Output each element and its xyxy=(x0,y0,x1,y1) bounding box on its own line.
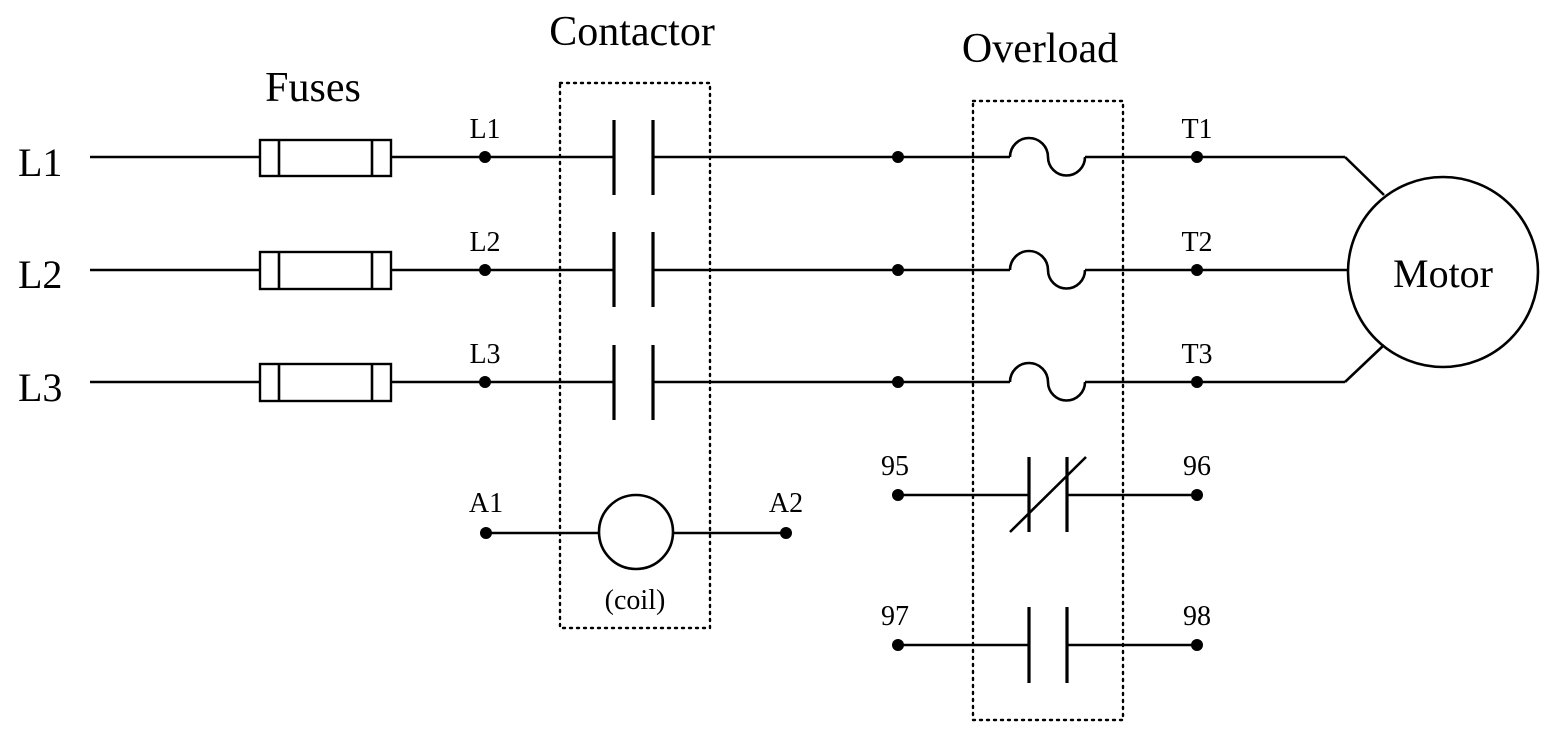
fuses-heading: Fuses xyxy=(265,65,361,111)
terminal-dot xyxy=(1191,639,1203,651)
terminal-dot xyxy=(892,151,904,163)
contactor-coil: A1 A2 (coil) xyxy=(469,488,803,616)
overload-heater-2 xyxy=(1008,249,1087,290)
line-3: L3 L3 T3 xyxy=(18,339,1385,420)
contactor-heading: Contactor xyxy=(549,9,715,55)
fuse-2 xyxy=(258,250,393,291)
nc-right-label: 96 xyxy=(1183,451,1211,482)
overload-heading: Overload xyxy=(962,26,1118,72)
terminal-dot xyxy=(480,527,492,539)
coil-a1-label: A1 xyxy=(469,488,503,519)
overload-enclosure xyxy=(971,99,1125,722)
terminal-dot xyxy=(1191,489,1203,501)
line-2-out-terminal-label: T2 xyxy=(1181,227,1212,258)
line-3-out-terminal-label: T3 xyxy=(1181,339,1212,370)
contactor-enclosure xyxy=(558,81,712,630)
contactor-contact-1 xyxy=(612,120,655,195)
line-1-terminal-label: L1 xyxy=(469,114,500,145)
line-2: L2 L2 T2 xyxy=(18,227,1348,307)
overload-no-contact: 97 98 xyxy=(881,601,1211,683)
motor: Motor xyxy=(1346,175,1540,369)
line-1-out-terminal-label: T1 xyxy=(1181,114,1212,145)
contactor-contact-2 xyxy=(612,232,655,307)
terminal-dot xyxy=(1191,264,1203,276)
coil-a2-label: A2 xyxy=(769,488,803,519)
coil-symbol xyxy=(597,493,675,571)
line-2-label: L2 xyxy=(18,252,62,297)
terminal-dot xyxy=(479,264,491,276)
overload-heater-1 xyxy=(1008,136,1087,177)
contactor-contact-3 xyxy=(612,345,655,420)
fuse-1 xyxy=(258,138,393,178)
fuse-3 xyxy=(258,362,393,403)
terminal-dot xyxy=(892,489,904,501)
terminal-dot xyxy=(780,527,792,539)
terminal-dot xyxy=(892,264,904,276)
terminal-dot xyxy=(892,639,904,651)
terminal-dot xyxy=(1191,151,1203,163)
line-3-terminal-label: L3 xyxy=(469,339,500,370)
no-left-label: 97 xyxy=(881,601,909,632)
no-right-label: 98 xyxy=(1183,601,1211,632)
motor-symbol xyxy=(1346,175,1540,369)
line-1: L1 L1 T1 xyxy=(18,114,1385,196)
terminal-dot xyxy=(479,376,491,388)
terminal-dot xyxy=(1191,376,1203,388)
line-2-terminal-label: L2 xyxy=(469,227,500,258)
overload-heater-3 xyxy=(1008,361,1087,402)
motor-label: Motor xyxy=(1393,251,1493,296)
line-1-label: L1 xyxy=(18,140,62,185)
terminal-dot xyxy=(892,376,904,388)
coil-caption: (coil) xyxy=(605,585,666,616)
nc-left-label: 95 xyxy=(881,451,909,482)
terminal-dot xyxy=(479,151,491,163)
line-3-label: L3 xyxy=(18,365,62,410)
overload-nc-contact: 95 96 xyxy=(881,451,1211,533)
